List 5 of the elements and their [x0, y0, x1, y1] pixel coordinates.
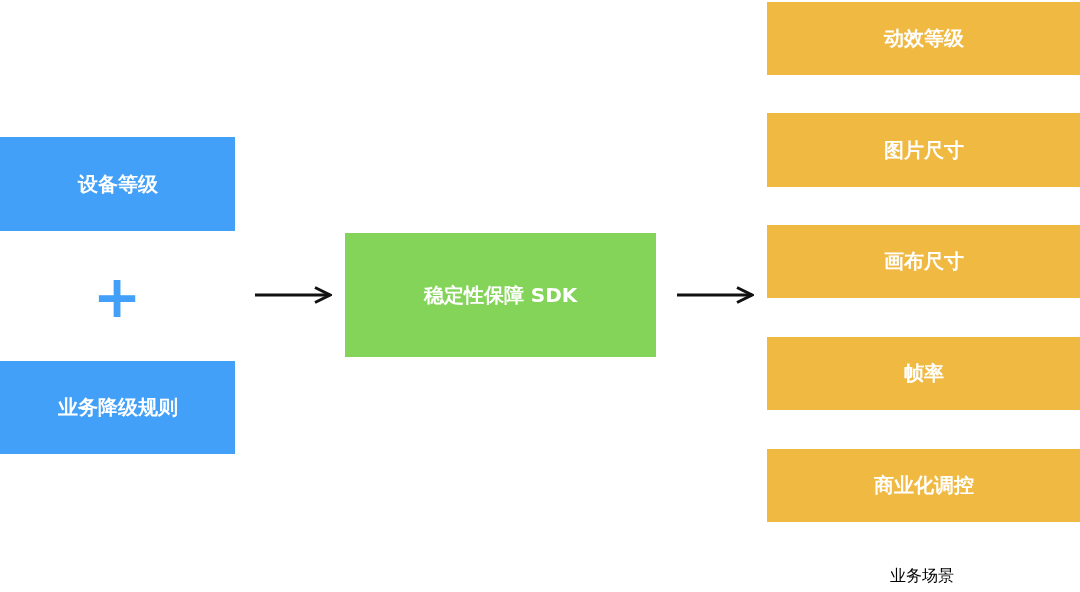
column-caption: 业务场景 — [890, 565, 954, 587]
plus-sign: + — [92, 268, 142, 326]
arrow — [677, 286, 754, 304]
process-box: 稳定性保障 SDK — [345, 233, 656, 357]
arrow — [255, 286, 332, 304]
